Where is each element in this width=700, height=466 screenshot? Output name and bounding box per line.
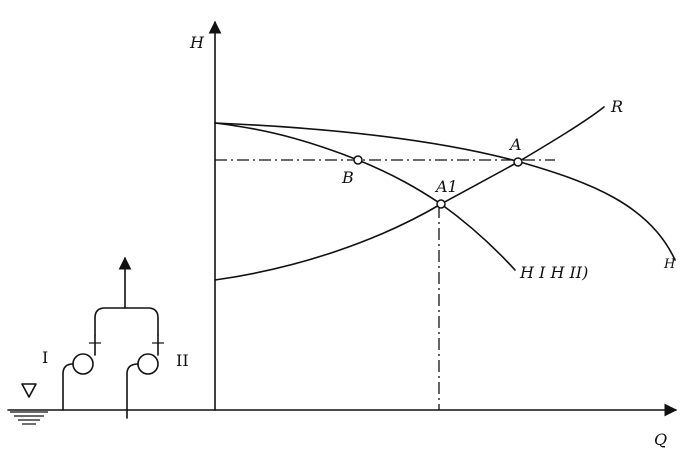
point-A1-label: A1 [434,177,458,196]
system-curve-R [214,106,605,281]
x-axis-label: Q [654,430,667,449]
point-A1 [436,199,446,209]
pump-I [72,353,94,375]
single-pump-curve [214,122,516,271]
point-B-label: B [341,168,354,187]
point-A-label: A [508,135,522,154]
y-axis-label: H [189,33,205,52]
pump-schematic [62,256,164,419]
pump-II [137,353,159,375]
point-B [353,155,363,165]
combined-pump-curve [214,122,676,261]
pump-I-label: I [42,348,48,367]
system-curve-label: R [610,97,623,116]
pump-II-label: II [176,351,189,370]
combined-curve-label: H [663,257,676,272]
single-curve-label: H I H II) [519,263,588,282]
point-A [513,157,523,167]
water-level-symbol [10,383,48,425]
